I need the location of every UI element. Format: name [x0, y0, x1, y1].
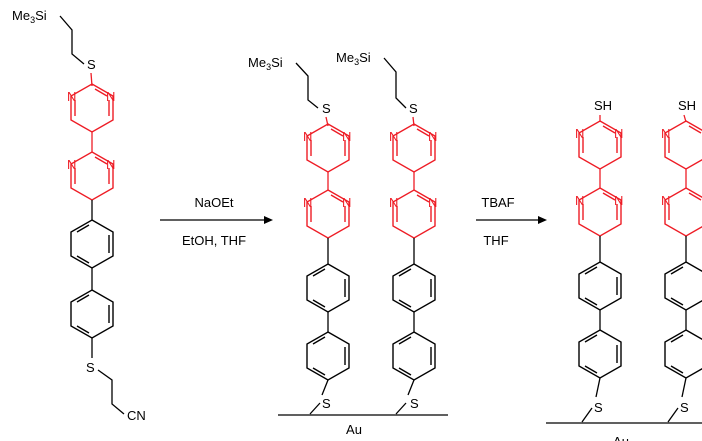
reaction-arrow-1: NaOEt EtOH, THF: [160, 195, 273, 248]
pyrimidine-n-label: N: [106, 157, 115, 172]
trimethylsilyl-label: Me3Si: [12, 8, 47, 25]
thiolate-s-label: S: [410, 396, 419, 411]
pyrimidine-n-label: N: [389, 129, 398, 144]
pyrimidine-n-label: N: [661, 126, 670, 141]
thiol-sh-label: SH: [678, 98, 696, 113]
step1-conditions: EtOH, THF: [182, 233, 246, 248]
thiolate-s-label: S: [322, 396, 331, 411]
pyrimidine-n-label: N: [428, 195, 437, 210]
pyrimidine-n-label: N: [67, 89, 76, 104]
pyrimidine-n-label: N: [389, 195, 398, 210]
pyrimidine-n-label: N: [614, 126, 623, 141]
thioether-s-label: S: [409, 101, 418, 116]
thiol-sh-label: SH: [594, 98, 612, 113]
thioether-s-label: S: [322, 101, 331, 116]
pyrimidine-n-label: N: [303, 195, 312, 210]
pyrimidine-n-label: N: [575, 193, 584, 208]
nitrile-label: CN: [127, 408, 146, 423]
trimethylsilyl-label: Me3Si: [248, 55, 283, 72]
pyrimidine-n-label: N: [614, 193, 623, 208]
thiolate-s-label: S: [680, 400, 689, 415]
protected-monolayer: Me3Si S N N N N S Me3Si S N N N N S: [248, 50, 448, 437]
pyrimidine-n-label: N: [575, 126, 584, 141]
step1-reagent: NaOEt: [194, 195, 233, 210]
pyrimidine-n-label: N: [342, 129, 351, 144]
gold-surface-label: Au: [346, 422, 362, 437]
pyrimidine-n-label: N: [661, 193, 670, 208]
deprotected-monolayer: SH N N N N S SH N N S Au: [546, 98, 702, 441]
pyrimidine-n-label: N: [67, 157, 76, 172]
pyrimidine-n-label: N: [303, 129, 312, 144]
thioether-s-label: S: [87, 57, 96, 72]
starting-material: Me3Si S N N N N S CN: [12, 8, 146, 423]
trimethylsilyl-label: Me3Si: [336, 50, 371, 67]
pyrimidine-n-label: N: [342, 195, 351, 210]
gold-surface-label: Au: [613, 434, 629, 441]
pyrimidine-n-label: N: [428, 129, 437, 144]
reaction-arrow-2: TBAF THF: [476, 195, 547, 248]
pyrimidine-n-label: N: [106, 89, 115, 104]
step2-reagent: TBAF: [481, 195, 514, 210]
thioether-s-label: S: [86, 360, 95, 375]
step2-conditions: THF: [483, 233, 508, 248]
thiolate-s-label: S: [594, 400, 603, 415]
